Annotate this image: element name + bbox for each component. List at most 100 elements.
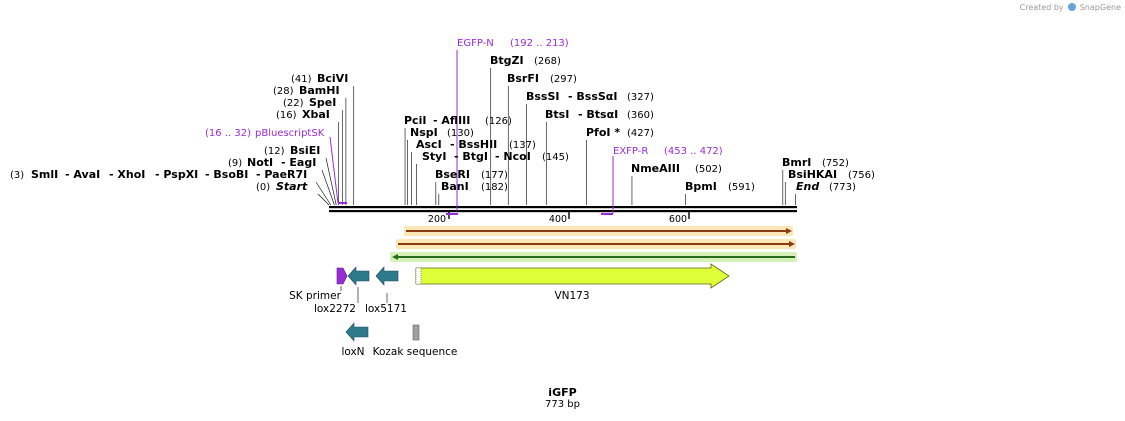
enzyme-nspi-pos: (130) bbox=[447, 128, 474, 139]
enzyme-btgi-label[interactable]: - BtgI bbox=[454, 150, 488, 163]
snapgene-credit: Created by SnapGene bbox=[1020, 3, 1121, 12]
primer-exfp-r-label: EXFP-R bbox=[613, 146, 648, 157]
enzyme-bsssi-label[interactable]: BssSI bbox=[526, 90, 560, 103]
feature-lox5171[interactable]: lox5171 bbox=[365, 266, 407, 315]
enzyme-eagi-label[interactable]: - EagI bbox=[281, 156, 316, 169]
enzyme-spei-label[interactable]: SpeI bbox=[309, 96, 336, 109]
feature-sk-primer[interactable]: SK primer bbox=[289, 267, 348, 302]
enzyme-pspxi-label[interactable]: - PspXI bbox=[155, 168, 198, 181]
enzyme-smli-pos: (3) bbox=[10, 170, 24, 181]
enzyme-bsrfi-label[interactable]: BsrFI bbox=[507, 72, 539, 85]
enzyme-bcivi-label[interactable]: BciVI bbox=[317, 72, 348, 85]
enzyme-btsai-label[interactable]: - BtsαI bbox=[578, 108, 618, 121]
enzyme-bsshii-label[interactable]: - BssHII bbox=[450, 138, 497, 151]
enzyme-bamhi-pos: (28) bbox=[273, 86, 294, 97]
feature-kozak-label: Kozak sequence bbox=[373, 346, 458, 358]
feature-loxn-label: loxN bbox=[341, 346, 364, 358]
primer-pbluescriptsk-leader bbox=[329, 136, 339, 204]
enzyme-xbai-label[interactable]: XbaI bbox=[302, 108, 330, 121]
primer-pbluescriptsk[interactable]: (16 .. 32) pBluescriptSK bbox=[205, 128, 347, 204]
backbone-top-strand bbox=[329, 206, 797, 209]
enzyme-bmri-label[interactable]: BmrI bbox=[782, 156, 811, 169]
enzyme-btsai-pos: (360) bbox=[627, 110, 654, 121]
enzyme-afliii-label[interactable]: - AflIII bbox=[433, 114, 470, 127]
primer-egfp-n-range: (192 .. 213) bbox=[510, 38, 569, 49]
enzyme-spei-pos: (22) bbox=[283, 98, 304, 109]
enzyme-smli-label[interactable]: SmlI bbox=[31, 168, 58, 181]
tick-label-200: 200 bbox=[428, 214, 446, 225]
feature-lox2272-label: lox2272 bbox=[314, 303, 356, 315]
enzyme-start-label[interactable]: Start bbox=[276, 180, 308, 193]
enzyme-bsiei-pos: (12) bbox=[264, 146, 285, 157]
enzyme-end-label[interactable]: End bbox=[796, 180, 819, 193]
enzyme-labels: (3) SmlI - AvaI - XhoI - PspXI - BsoBI -… bbox=[10, 54, 875, 193]
feature-loxn[interactable]: loxN bbox=[341, 322, 369, 358]
enzyme-nmeaiii-label[interactable]: NmeAIII bbox=[631, 162, 680, 175]
enzyme-ncoi-label[interactable]: - NcoI bbox=[495, 150, 531, 163]
cut-site-noti bbox=[321, 169, 335, 206]
enzyme-bpmi-label[interactable]: BpmI bbox=[685, 180, 717, 193]
feature-lox2272[interactable]: lox2272 bbox=[314, 266, 370, 315]
enzyme-avai-label[interactable]: - AvaI bbox=[65, 168, 100, 181]
feature-kozak[interactable]: Kozak sequence bbox=[373, 324, 458, 358]
vn173-start-marker bbox=[415, 267, 422, 285]
orf-3-arrow-icon bbox=[392, 254, 398, 260]
primer-exfp-r[interactable]: EXFP-R (453 .. 472) bbox=[601, 146, 723, 215]
cut-site-smli bbox=[315, 181, 332, 206]
enzyme-bseri-label[interactable]: BseRI bbox=[435, 168, 470, 181]
feature-vn173-label: VN173 bbox=[554, 290, 589, 302]
orf-1-arrow-icon bbox=[786, 228, 792, 234]
enzyme-bpmi-pos: (591) bbox=[728, 182, 755, 193]
lox5171-arrow-icon bbox=[375, 266, 399, 286]
enzyme-bsihkai-pos: (756) bbox=[848, 170, 875, 181]
enzyme-noti-label[interactable]: NotI bbox=[247, 156, 273, 169]
credit-prefix: Created by bbox=[1019, 3, 1064, 12]
orf-1[interactable] bbox=[404, 226, 793, 236]
enzyme-xhoi-label[interactable]: - XhoI bbox=[109, 168, 145, 181]
construct-length: 773 bp bbox=[545, 399, 580, 410]
enzyme-xbai-pos: (16) bbox=[276, 110, 297, 121]
enzyme-btgzi-label[interactable]: BtgZI bbox=[490, 54, 524, 67]
tick-label-600: 600 bbox=[669, 214, 687, 225]
enzyme-leader-lines bbox=[315, 68, 796, 206]
backbone-bottom-strand bbox=[329, 210, 797, 213]
enzyme-pfoi-label[interactable]: PfoI * bbox=[586, 126, 620, 139]
kozak-box-icon bbox=[412, 324, 420, 341]
enzyme-bsobi-label[interactable]: - BsoBI bbox=[205, 168, 248, 181]
enzyme-nmeaiii-pos: (502) bbox=[695, 164, 722, 175]
enzyme-pcii-label[interactable]: PciI bbox=[404, 114, 426, 127]
enzyme-bsiei-label[interactable]: BsiEI bbox=[290, 144, 320, 157]
lox2272-arrow-icon bbox=[347, 266, 370, 286]
cut-site-bsiei bbox=[325, 157, 337, 206]
sk-primer-arrow-icon bbox=[336, 267, 348, 285]
enzyme-asci-label[interactable]: AscI bbox=[416, 138, 442, 151]
credit-brand: SnapGene bbox=[1079, 3, 1121, 12]
enzyme-bani-pos: (182) bbox=[481, 182, 508, 193]
sequence-backbone bbox=[329, 206, 797, 213]
enzyme-bani-label[interactable]: BanI bbox=[441, 180, 469, 193]
enzyme-bamhi-label[interactable]: BamHI bbox=[299, 84, 340, 97]
construct-name: iGFP bbox=[548, 386, 577, 399]
primer-pbluescriptsk-label: pBluescriptSK bbox=[255, 128, 325, 139]
vn173-arrow-icon bbox=[415, 263, 730, 289]
enzyme-bsssai-label[interactable]: - BssSαI bbox=[568, 90, 617, 103]
cut-site-start bbox=[317, 193, 330, 206]
enzyme-bsihkai-label[interactable]: BsiHKAI bbox=[788, 168, 837, 181]
orf-2[interactable] bbox=[396, 239, 796, 249]
enzyme-btgzi-pos: (268) bbox=[534, 56, 561, 67]
enzyme-nspi-label[interactable]: NspI bbox=[410, 126, 438, 139]
enzyme-styi-label[interactable]: StyI bbox=[422, 150, 446, 163]
enzyme-btsi-label[interactable]: BtsI bbox=[545, 108, 569, 121]
snapgene-logo-icon bbox=[1068, 3, 1077, 11]
enzyme-bsssai-pos: (327) bbox=[627, 92, 654, 103]
orf-3[interactable] bbox=[390, 252, 797, 262]
ruler-ticks: 200 400 600 bbox=[428, 212, 690, 225]
feature-sk-primer-label: SK primer bbox=[289, 290, 341, 302]
orf-2-arrow-icon bbox=[789, 241, 795, 247]
primer-egfp-n[interactable]: EGFP-N (192 .. 213) bbox=[446, 38, 569, 215]
feature-vn173[interactable]: VN173 bbox=[415, 263, 730, 302]
enzyme-bsshii-pos: (137) bbox=[509, 140, 536, 151]
enzyme-paer7i-label[interactable]: - PaeR7I bbox=[256, 168, 307, 181]
enzyme-start-pos: (0) bbox=[256, 182, 270, 193]
